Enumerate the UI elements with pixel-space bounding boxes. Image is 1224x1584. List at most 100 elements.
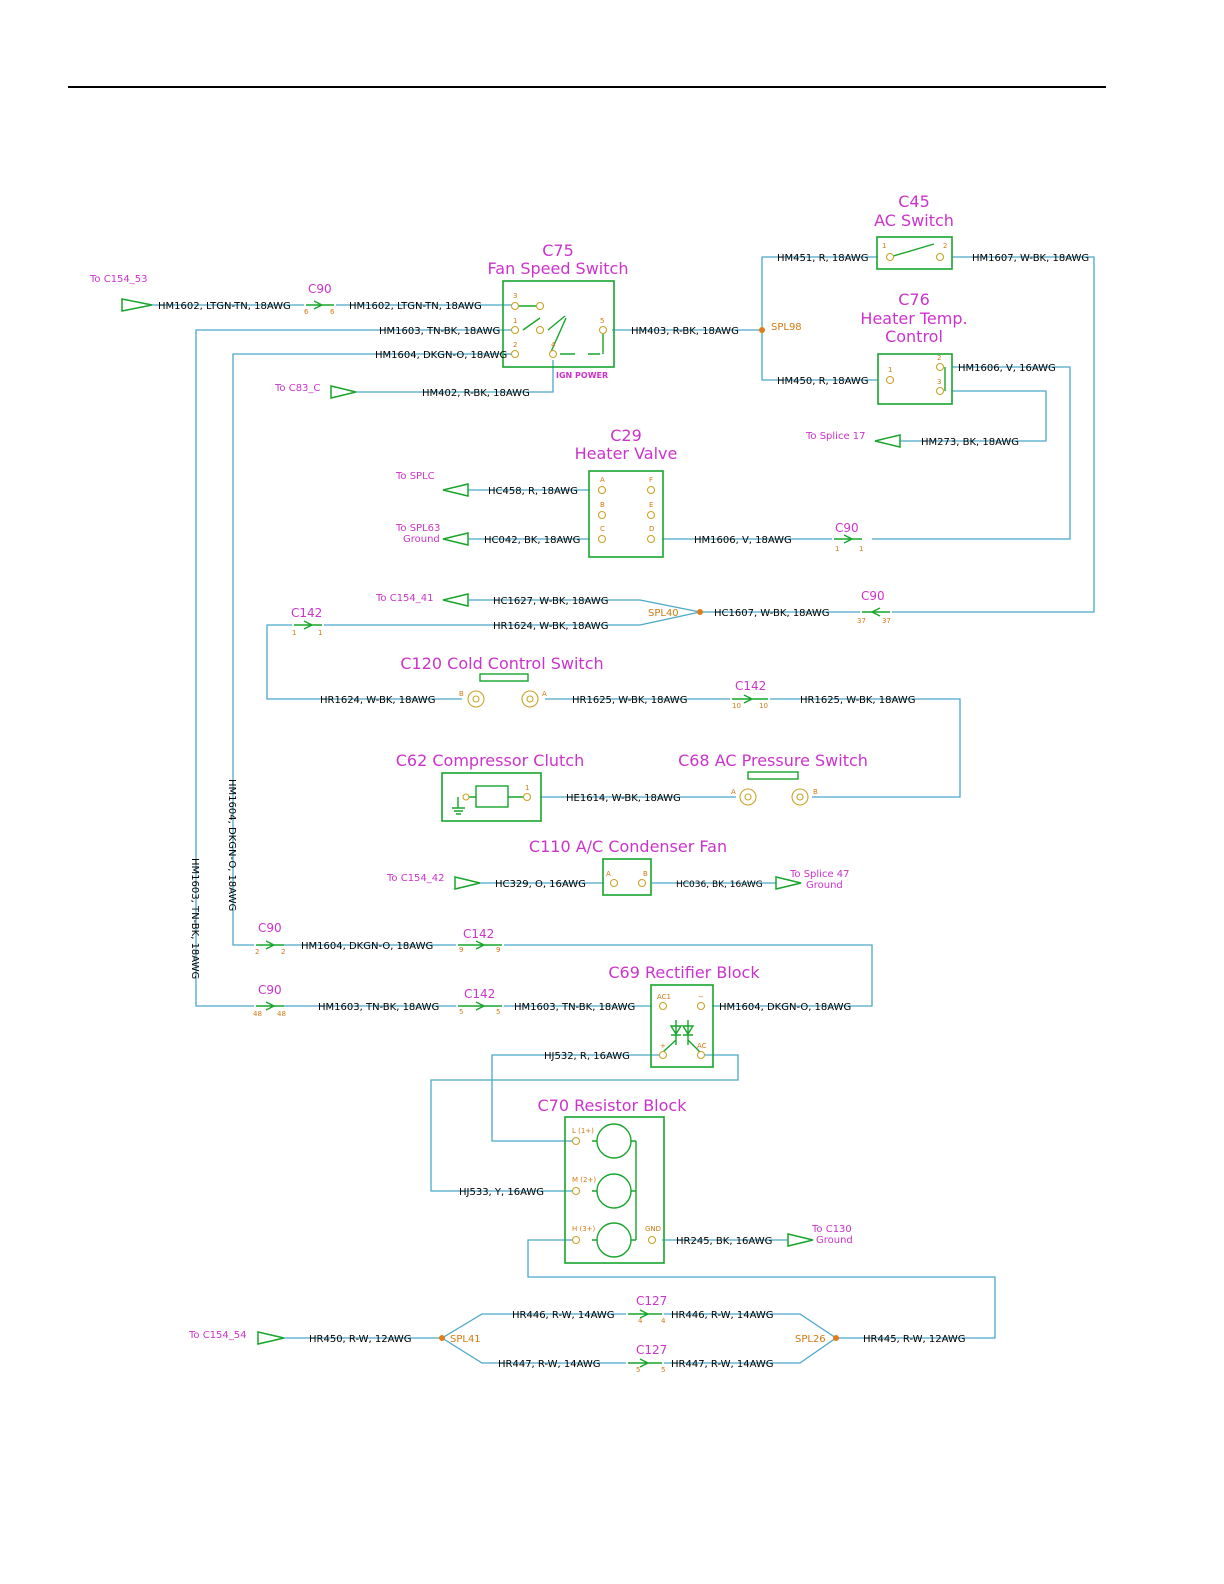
c127-label-2: C127 xyxy=(636,1343,667,1357)
c70-title: C70 Resistor Block xyxy=(538,1096,688,1115)
pin: 9 xyxy=(459,946,463,954)
ref-c154-54: To C154_54 xyxy=(188,1330,247,1341)
wire-label-vertical: HM1604, DKGN-O, 18AWG xyxy=(226,779,237,911)
c62-box xyxy=(441,772,542,822)
c110-title: C110 A/C Condenser Fan xyxy=(529,837,727,856)
wire-label: HR245, BK, 16AWG xyxy=(676,1236,772,1247)
wire-label: HR1624, W-BK, 18AWG xyxy=(493,621,608,632)
c75-name: Fan Speed Switch xyxy=(488,259,629,278)
c45-box xyxy=(876,236,953,270)
wire-label: HM450, R, 18AWG xyxy=(777,376,869,387)
wire-labels: HM1602, LTGN-TN, 18AWG HM1602, LTGN-TN, … xyxy=(158,253,1089,1370)
c76-name2: Control xyxy=(885,327,943,346)
arrow-c83-c xyxy=(330,385,357,399)
pin: B xyxy=(813,788,818,796)
pin: A xyxy=(542,690,547,698)
wire-label: HC042, BK, 18AWG xyxy=(484,535,580,546)
wire-label: HR1625, W-BK, 18AWG xyxy=(572,695,687,706)
c142-label-2: C142 xyxy=(735,679,766,693)
pin: + xyxy=(660,1042,666,1050)
wires xyxy=(152,256,1095,1364)
wire-label: HM1606, V, 18AWG xyxy=(694,535,792,546)
offpage-arrows xyxy=(121,298,901,1345)
c75-code: C75 xyxy=(542,241,574,260)
ref-splice17: To Splice 17 xyxy=(805,431,866,442)
pin: B xyxy=(600,501,605,509)
ref-c83-c: To C83_C xyxy=(274,383,320,394)
pin: 1 xyxy=(859,545,863,553)
pin: 5 xyxy=(496,1008,500,1016)
pin: 48 xyxy=(277,1010,286,1018)
pin: 6 xyxy=(304,308,309,316)
wire-label: HC329, O, 16AWG xyxy=(495,879,586,890)
wire-label: HR446, R-W, 14AWG xyxy=(671,1310,774,1321)
c90-label-4: C90 xyxy=(258,921,282,935)
arrow-splice47 xyxy=(775,876,802,890)
wire-label: HC458, R, 18AWG xyxy=(488,486,578,497)
pin: 3 xyxy=(513,292,517,300)
wire-label: HE1614, W-BK, 18AWG xyxy=(566,793,681,804)
wire-label-vertical: HM1603, TN-BK, 18AWG xyxy=(189,858,200,979)
spl26-label: SPL26 xyxy=(795,1334,826,1345)
c45-code: C45 xyxy=(898,192,930,211)
wire-label: HM1602, LTGN-TN, 18AWG xyxy=(158,301,291,312)
pin: GND xyxy=(645,1225,661,1233)
c90-label-1: C90 xyxy=(308,282,332,296)
c120-title: C120 Cold Control Switch xyxy=(400,654,603,673)
ref-splice47: To Splice 47 xyxy=(789,869,850,880)
wire-label: HM273, BK, 18AWG xyxy=(921,437,1019,448)
c70-box xyxy=(564,1116,665,1264)
ref-spl63: To SPL63 xyxy=(395,523,440,534)
pin: 3 xyxy=(937,378,941,386)
pin: 2 xyxy=(943,242,947,250)
ref-c154-41: To C154_41 xyxy=(375,593,434,604)
wire-label: HM1604, DKGN-O, 18AWG xyxy=(719,1002,851,1013)
wire-label: HM1603, TN-BK, 18AWG xyxy=(318,1002,439,1013)
ref-c154-53: To C154_53 xyxy=(89,274,148,285)
ref-splc: To SPLC xyxy=(395,471,435,482)
pin: 5 xyxy=(661,1366,665,1374)
c68-title: C68 AC Pressure Switch xyxy=(678,751,868,770)
pin: 1 xyxy=(882,242,886,250)
ref-c130: To C130 xyxy=(811,1224,852,1235)
spl40-label: SPL40 xyxy=(648,608,679,619)
component-boxes xyxy=(441,236,953,1264)
wire-label: HM1603, TN-BK, 18AWG xyxy=(514,1002,635,1013)
pin: 2 xyxy=(937,354,941,362)
arrow-splice17 xyxy=(874,434,901,448)
pin: 10 xyxy=(759,702,768,710)
pin: A xyxy=(600,476,605,484)
inline-connectors xyxy=(256,300,890,1368)
pin: 5 xyxy=(459,1008,463,1016)
pin: 2 xyxy=(281,948,285,956)
wire-label: HM1604, DKGN-O, 18AWG xyxy=(375,350,507,361)
wire-label: HM402, R-BK, 18AWG xyxy=(422,388,530,399)
wire-label: HC1607, W-BK, 18AWG xyxy=(714,608,829,619)
pin: E xyxy=(649,501,653,509)
pin: H (3+) xyxy=(572,1225,596,1233)
component-titles: C75 Fan Speed Switch IGN POWER C45 AC Sw… xyxy=(396,192,968,1115)
c75-box xyxy=(502,280,615,368)
pin: A xyxy=(606,870,611,878)
wire-label: HR446, R-W, 14AWG xyxy=(512,1310,615,1321)
arrow-spl63 xyxy=(442,532,469,546)
ref-splice47-ground: Ground xyxy=(806,880,843,891)
ign-power-label: IGN POWER xyxy=(556,371,608,380)
arrow-c154-53 xyxy=(121,298,153,312)
wire-label: HM403, R-BK, 18AWG xyxy=(631,326,739,337)
pin: 4 xyxy=(661,1317,666,1325)
pin: 5 xyxy=(600,317,604,325)
pin: 37 xyxy=(882,617,891,625)
wire-label: HJ532, R, 16AWG xyxy=(544,1051,630,1062)
pin: C xyxy=(600,525,605,533)
pin: L (1+) xyxy=(572,1127,594,1135)
c76-code: C76 xyxy=(898,290,930,309)
pin: 2 xyxy=(255,948,259,956)
wire-label: HR445, R-W, 12AWG xyxy=(863,1334,966,1345)
wire-label: HR447, R-W, 14AWG xyxy=(671,1359,774,1370)
connector-labels: C90 C90 C90 C142 C142 C90 C142 C90 C142 … xyxy=(258,282,885,1357)
wire-label: HM451, R, 18AWG xyxy=(777,253,869,264)
arrow-c154-42 xyxy=(454,876,481,890)
pin: 1 xyxy=(513,317,517,325)
pin: 5 xyxy=(636,1366,640,1374)
